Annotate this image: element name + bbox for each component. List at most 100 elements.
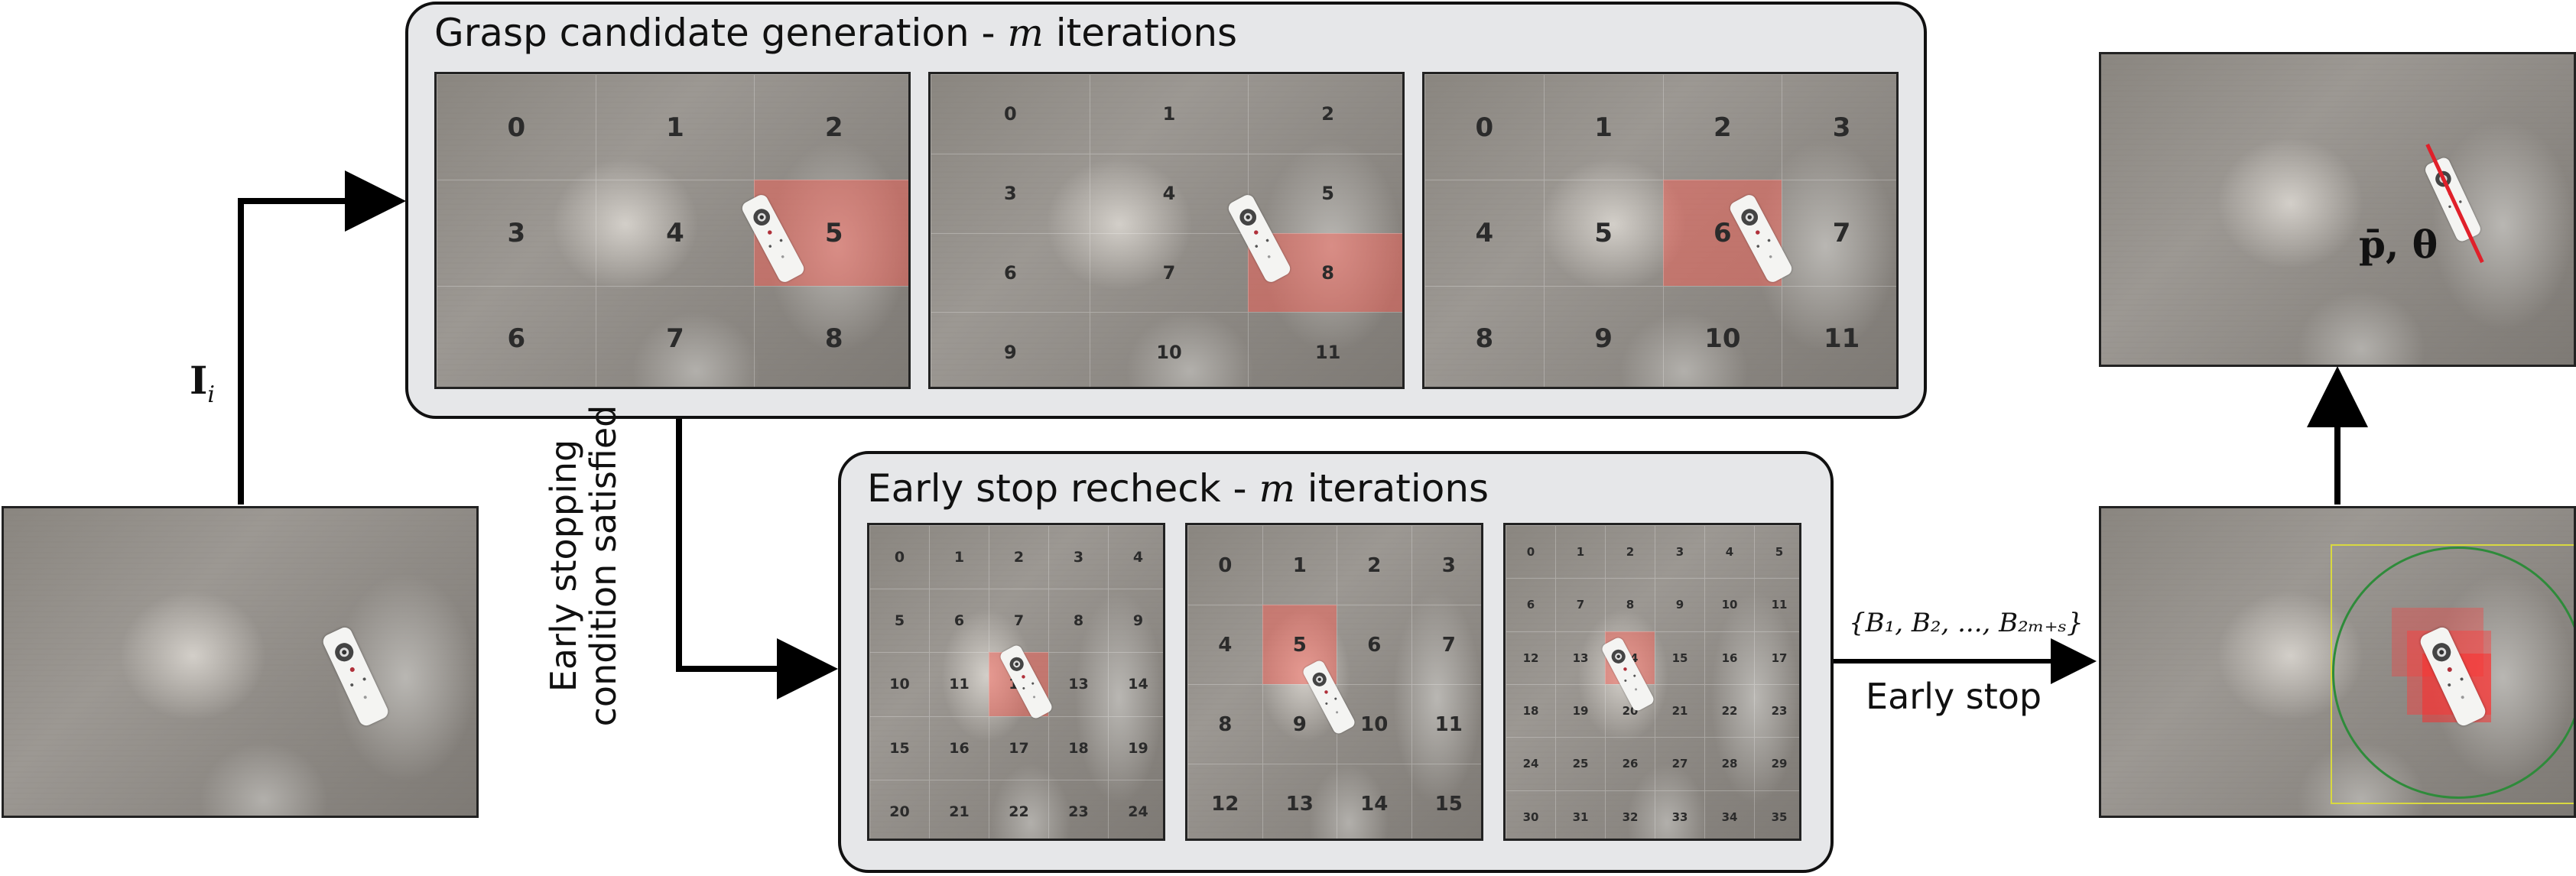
- grid-cell-label: 12: [1506, 631, 1555, 684]
- grid-cell-label: 4: [1089, 153, 1249, 233]
- grid-cell-label: 13: [1262, 764, 1337, 839]
- grid-cell-label: 7: [1555, 578, 1605, 631]
- grid-cell-label: 9: [1262, 684, 1337, 764]
- grid-cell-label: 29: [1754, 737, 1799, 790]
- grid-cell-label: 2: [1605, 525, 1655, 579]
- grid-cell-label: 6: [1662, 180, 1782, 286]
- grid-cell-label: 7: [595, 285, 755, 387]
- grid-cell-label: 5: [869, 589, 929, 653]
- grid-cell-label: 18: [1048, 715, 1108, 780]
- grid-cell-label: 35: [1754, 790, 1799, 839]
- grid-cell-label: 0: [869, 525, 929, 589]
- grid-cell-label: 3: [1048, 525, 1108, 589]
- grid-cell-label: 5: [1543, 180, 1663, 286]
- grid-cell-label: 3: [1411, 525, 1481, 605]
- grid-cell-label: 0: [1506, 525, 1555, 579]
- grid-cell-label: 5: [1248, 153, 1402, 233]
- grid-cell-label: 0: [1187, 525, 1262, 605]
- grid-cell-label: 30: [1506, 790, 1555, 839]
- grid-cell-label: 16: [1704, 631, 1754, 684]
- grid-cell-label: 0: [437, 74, 596, 180]
- grid-cell-label: 6: [437, 285, 596, 387]
- input-image-label: Ii: [190, 358, 215, 408]
- input-to-grasp-arrow: [238, 170, 406, 505]
- grid-cell-label: 8: [1187, 684, 1262, 764]
- grid-cell-label: 5: [1754, 525, 1799, 579]
- grid-cell-label: 24: [1108, 779, 1163, 839]
- grid-cell-label: 1: [595, 74, 755, 180]
- grid-cell-label: 4: [1424, 180, 1544, 286]
- grid-cell-label: 13: [1555, 631, 1605, 684]
- grid-cell-label: 11: [1754, 578, 1799, 631]
- grid-cell-label: 4: [1108, 525, 1163, 589]
- grid-cell-label: 15: [869, 715, 929, 780]
- grid-cell-label: 17: [989, 715, 1048, 780]
- grid-cell-label: 9: [1543, 285, 1663, 387]
- grid-cell-label: 33: [1655, 790, 1704, 839]
- grid-cell-label: 7: [1782, 180, 1896, 286]
- grid-cell-label: 6: [1506, 578, 1555, 631]
- grid-cell-label: 7: [1411, 605, 1481, 684]
- grid-cell-label: 2: [989, 525, 1048, 589]
- grid-cell-label: 2: [1248, 74, 1402, 154]
- grid-cell-label: 10: [1704, 578, 1754, 631]
- early-stopping-condition-label: Early stopping condition satisfied: [543, 404, 624, 727]
- grid-cell-label: 8: [1248, 232, 1402, 313]
- grid-cell-label: 10: [1089, 312, 1249, 387]
- grid-cell-label: 8: [1605, 578, 1655, 631]
- grid-cell-label: 5: [1262, 605, 1337, 684]
- grid-cell-label: 34: [1704, 790, 1754, 839]
- early-stop-recheck-title: Early stop recheck - m iterations: [867, 466, 1489, 511]
- recheck-panel-3: 0123456789101112131415161718192021222324…: [1503, 523, 1801, 841]
- grid-cell-label: 6: [931, 232, 1090, 313]
- grid-cell-label: 17: [1754, 631, 1799, 684]
- grid-cell-label: 8: [754, 285, 908, 387]
- output-pose-label: p̄, θ: [2359, 222, 2438, 267]
- grid-cell-label: 10: [1662, 285, 1782, 387]
- grid-cell-label: 13: [1048, 652, 1108, 716]
- boxes-set-label: {B₁, B₂, ..., B₂ₘ₊ₛ}: [1849, 608, 2084, 638]
- grid-cell-label: 21: [929, 779, 989, 839]
- grid-cell-label: 6: [1337, 605, 1411, 684]
- grid-cell-label: 19: [1555, 684, 1605, 738]
- grid-cell-label: 18: [1506, 684, 1555, 738]
- candidate-circle: [2332, 547, 2574, 799]
- grid-cell-label: 1: [1262, 525, 1337, 605]
- grid-cell-label: 4: [1187, 605, 1262, 684]
- grid-cell-label: 14: [1337, 764, 1411, 839]
- remote-object: [320, 625, 391, 728]
- grid-cell-label: 11: [1248, 312, 1402, 387]
- grid-cell-label: 10: [869, 652, 929, 716]
- grid-cell-label: 15: [1411, 764, 1481, 839]
- grid-cell-label: 22: [989, 779, 1048, 839]
- grid-cell-label: 2: [754, 74, 908, 180]
- grid-cell-label: 1: [929, 525, 989, 589]
- grid-cell-label: 7: [1089, 232, 1249, 313]
- grid-cell-label: 9: [931, 312, 1090, 387]
- grid-cell-label: 2: [1662, 74, 1782, 180]
- grid-cell-label: 8: [1424, 285, 1544, 387]
- grid-cell-label: 4: [1704, 525, 1754, 579]
- grid-cell-label: 1: [1543, 74, 1663, 180]
- grid-cell-label: 2: [1337, 525, 1411, 605]
- grid-cell-label: 4: [595, 180, 755, 286]
- grid-cell-label: 22: [1704, 684, 1754, 738]
- grid-cell-label: 3: [1782, 74, 1896, 180]
- grid-cell-label: 23: [1048, 779, 1108, 839]
- grid-cell-label: 27: [1655, 737, 1704, 790]
- grid-cell-label: 11: [1411, 684, 1481, 764]
- early-stop-condition-arrow: [676, 419, 838, 699]
- grid-cell-label: 1: [1555, 525, 1605, 579]
- grid-cell-label: 24: [1506, 737, 1555, 790]
- grid-cell-label: 28: [1704, 737, 1754, 790]
- grid-cell-label: 8: [1048, 589, 1108, 653]
- grid-cell-label: 20: [869, 779, 929, 839]
- grid-cell-label: 12: [1187, 764, 1262, 839]
- grid-cell-label: 6: [929, 589, 989, 653]
- grid-cell-label: 19: [1108, 715, 1163, 780]
- input-image: [2, 506, 479, 818]
- grid-cell-label: 9: [1655, 578, 1704, 631]
- grid-cell-label: 1: [1089, 74, 1249, 154]
- grid-cell-label: 32: [1605, 790, 1655, 839]
